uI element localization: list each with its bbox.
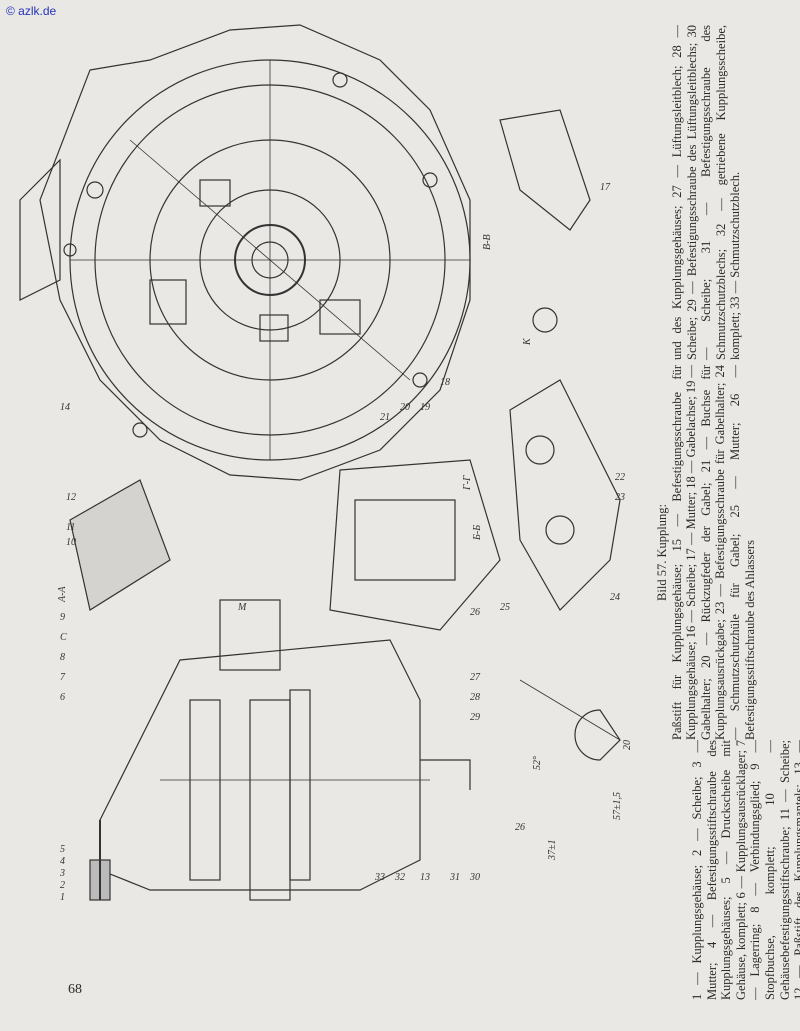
clutch-section-view [89, 599, 471, 901]
callout: 4 [60, 856, 65, 867]
callout: 3 [59, 868, 65, 879]
dimension: 57±1,5 [612, 792, 623, 820]
page-number: 68 [68, 982, 82, 997]
callout: 27 [470, 672, 481, 683]
callout: 21 [380, 412, 390, 423]
callout: 32 [394, 872, 405, 883]
dimension: 52° [532, 756, 543, 770]
callout: 1 [60, 892, 65, 903]
callout: 26 [470, 607, 480, 618]
section-label: Г-Г [462, 475, 473, 491]
callout: 17 [600, 182, 611, 193]
dimension: 37±1 [547, 840, 558, 862]
callout: 10 [66, 537, 76, 548]
callout: 5 [60, 844, 65, 855]
callout: 28 [470, 692, 480, 703]
callout: 29 [470, 712, 480, 723]
clutch-front-view [19, 24, 471, 481]
callout: 13 [420, 872, 430, 883]
callout: 14 [60, 402, 70, 413]
callout: 19 [420, 402, 430, 413]
callout: 33 [374, 872, 385, 883]
callout: 2 [60, 880, 65, 891]
legend-parts-27-33: und des Kupplungsgehäuses; 27 — Lüftungs… [670, 25, 743, 360]
callout: 31 [449, 872, 460, 883]
callout: 11 [66, 522, 75, 533]
callout: M [237, 602, 247, 613]
section-label: Б-Б [472, 525, 483, 541]
section-label: K [522, 337, 533, 346]
detail-views [69, 109, 621, 761]
callout: 25 [500, 602, 510, 613]
callout: 8 [60, 652, 65, 663]
callout: 30 [469, 872, 480, 883]
callout: 7 [60, 672, 66, 683]
legend-block-15-26: Bild 57. Kupplung: Paßstift für Kupplung… [655, 365, 790, 740]
drawing-labels: A-A Б-Б Г-Г В-В K 1 2 3 4 5 6 7 8 C 9 10… [57, 182, 633, 903]
section-label: A-A [57, 586, 68, 603]
callout: 24 [610, 592, 620, 603]
callout: C [60, 632, 67, 643]
callout: 12 [66, 492, 76, 503]
legend-parts-15-26: Paßstift für Kupplungsgehäuse; 15 — Befe… [669, 365, 757, 740]
dimension: 26 [515, 822, 525, 833]
callout: 22 [615, 472, 625, 483]
dimension: 20 [622, 740, 633, 750]
callout: 9 [60, 612, 65, 623]
legend-parts-1-14: 1 — Kupplungsgehäuse; 2 — Scheibe; 3 — M… [690, 740, 800, 1000]
callout: 20 [400, 402, 410, 413]
section-label: В-В [482, 234, 493, 250]
watermark: © azlk.de [6, 4, 57, 18]
callout: 6 [60, 692, 65, 703]
callout: 23 [615, 492, 625, 503]
figure-caption: Bild 57. Kupplung: [655, 504, 669, 601]
callout: 18 [440, 377, 450, 388]
